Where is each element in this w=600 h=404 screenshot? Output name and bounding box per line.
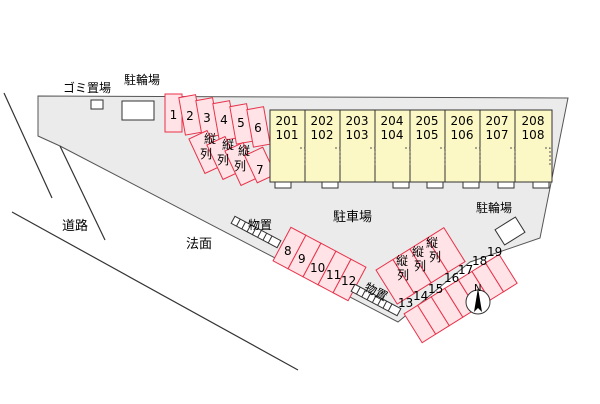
storage-1-label: 物置	[248, 218, 272, 232]
garbage-label: ゴミ置場	[63, 80, 111, 95]
svg-text:101: 101	[276, 128, 299, 142]
svg-text:6: 6	[254, 121, 262, 135]
bike-parking-right: 駐輪場	[476, 200, 526, 246]
unit-205-105: 205 105	[416, 110, 446, 189]
svg-text:108: 108	[522, 128, 545, 142]
vertical-parking-left: 縦 列 縦 列 縦 列 7	[188, 129, 277, 187]
vertical-parking-right: 縦 列 縦 列 縦 列	[375, 227, 466, 305]
parking-row-bottom-right: 13 14 15 16 17 18 19	[398, 245, 518, 344]
vertical-right-2b: 列	[414, 259, 426, 273]
parking-space-15: 15	[428, 282, 443, 296]
vertical-right-1a: 縦	[396, 254, 408, 268]
svg-text:107: 107	[486, 128, 509, 142]
svg-text:208: 208	[522, 114, 545, 128]
parking-space-9: 9	[298, 252, 306, 266]
slope-label: 法面	[186, 237, 212, 252]
parking-space-6: 6	[246, 106, 271, 148]
unit-206-106: 206 106	[451, 110, 481, 189]
svg-text:203: 203	[346, 114, 369, 128]
svg-text:206: 206	[451, 114, 474, 128]
vertical-right-1b: 列	[397, 268, 409, 282]
bike-parking-right-label: 駐輪場	[476, 200, 512, 215]
unit-208-108: 208 108	[522, 114, 550, 189]
svg-text:5: 5	[237, 116, 245, 130]
svg-text:103: 103	[346, 128, 369, 142]
parking-space-12: 12	[341, 274, 356, 288]
bike-parking-left	[121, 100, 155, 121]
unit-207-107: 207 107	[486, 110, 516, 189]
vertical-left-1a: 縦	[204, 132, 216, 146]
road-line-lower	[11, 211, 299, 371]
svg-text:205: 205	[416, 114, 439, 128]
road-line-upper	[3, 92, 53, 199]
parking-row-top: 1 2 3 4 5 6	[164, 93, 271, 148]
svg-text:1: 1	[170, 108, 178, 122]
unit-202-102: 202 102	[311, 110, 341, 189]
vertical-left-2b: 列	[217, 153, 229, 167]
parking-space-13: 13	[398, 296, 413, 310]
apartment-building: 201 101 202 102 203 103 204 104 205 105	[269, 109, 553, 189]
parking-space-19: 19	[487, 245, 502, 259]
svg-text:102: 102	[311, 128, 334, 142]
parking-space-14: 14	[413, 289, 428, 303]
storage-1: 物置	[230, 215, 282, 249]
svg-text:207: 207	[486, 114, 509, 128]
road-label: 道路	[62, 218, 88, 234]
svg-text:4: 4	[220, 113, 228, 127]
svg-text:104: 104	[381, 128, 404, 142]
garbage-area	[90, 99, 104, 110]
vertical-right-2a: 縦	[412, 245, 424, 259]
north-label: N	[474, 283, 481, 294]
slope-line	[59, 145, 106, 241]
parking-row-middle: 8 9 10 11 12	[272, 226, 367, 302]
parking-space-17: 17	[458, 263, 473, 277]
vertical-right-3b: 列	[429, 250, 441, 264]
parking-space-10: 10	[310, 261, 325, 275]
unit-201-101: 201 101	[274, 110, 306, 189]
svg-text:204: 204	[381, 114, 404, 128]
svg-text:201: 201	[276, 114, 299, 128]
parking-space-7-label: 7	[256, 163, 264, 177]
svg-text:202: 202	[311, 114, 334, 128]
parking-space-11: 11	[326, 268, 341, 282]
vertical-left-2a: 縦	[222, 138, 234, 152]
svg-text:2: 2	[186, 109, 194, 123]
north-compass-icon: N	[465, 283, 491, 315]
unit-204-104: 204 104	[381, 110, 411, 189]
svg-text:3: 3	[203, 111, 211, 125]
svg-text:106: 106	[451, 128, 474, 142]
parking-lot-label: 駐車場	[333, 210, 372, 225]
vertical-left-3b: 列	[234, 159, 246, 173]
vertical-right-3a: 縦	[426, 236, 438, 250]
vertical-left-1b: 列	[200, 147, 212, 161]
svg-text:105: 105	[416, 128, 439, 142]
unit-203-103: 203 103	[346, 110, 376, 182]
vertical-left-3a: 縦	[238, 144, 250, 158]
parking-space-16: 16	[444, 271, 459, 285]
parking-space-1: 1	[164, 93, 183, 133]
parking-space-18: 18	[472, 254, 487, 268]
bike-parking-left-label: 駐輪場	[124, 72, 160, 87]
parking-space-8: 8	[284, 244, 292, 258]
